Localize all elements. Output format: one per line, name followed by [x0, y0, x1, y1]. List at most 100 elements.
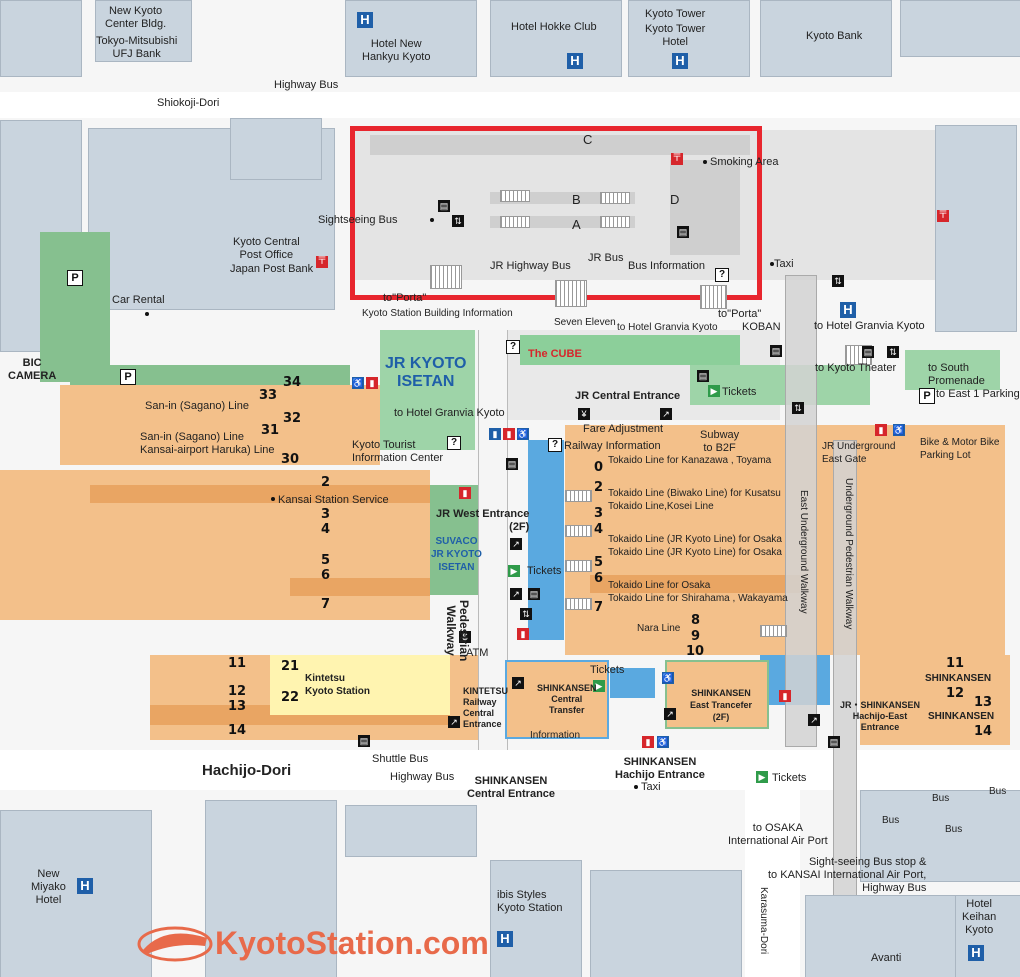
label-jr-highway: JR Highway Bus: [490, 260, 571, 272]
platform-8: 8: [691, 613, 701, 628]
label-porta-right: to"Porta": [718, 308, 762, 320]
label-bus-a: A: [572, 217, 581, 232]
stair-7: [600, 216, 630, 228]
atm-icon: $: [459, 631, 471, 643]
platform-k14: 14: [228, 723, 247, 738]
platform-k13: 13: [228, 699, 247, 714]
ticket-icon-4: ▶: [756, 771, 768, 783]
dot-sightseeing: [430, 218, 434, 222]
blue-walkway-3: [610, 668, 655, 698]
label-bus-d: D: [670, 192, 680, 207]
stair-3: [700, 285, 727, 309]
label-smoking: Smoking Area: [710, 156, 779, 168]
label-granvia-3: to Hotel Granvia Kyoto: [394, 407, 505, 419]
stair-6: [600, 192, 630, 204]
south-promenade-block: [905, 350, 1000, 390]
restroom-icon-12: ▮: [875, 424, 887, 436]
restroom-icon-5: ♿: [517, 428, 529, 440]
label-line-4: Tokaido Line (JR Kyoto Line) for Osaka T…: [608, 534, 782, 558]
platform-k12: 12: [228, 684, 247, 699]
label-tickets-4: Tickets: [772, 772, 807, 784]
label-granvia-1: to Hotel Granvia Kyoto: [617, 322, 718, 333]
parking-green-bar: [70, 365, 350, 385]
platform-34: 34: [283, 375, 302, 390]
label-highway-bus-south: Highway Bus: [390, 771, 455, 783]
label-tokyo-mitsubishi: Tokyo-Mitsubishi UFJ Bank: [96, 35, 178, 60]
label-to-east-parking: to East 1 Parking: [936, 388, 1020, 400]
stair-11: [565, 560, 592, 572]
platform-band-30-34: [60, 385, 380, 465]
label-shuttle-bus: Shuttle Bus: [372, 753, 429, 765]
restroom-icon-9: ♿: [657, 736, 669, 748]
platform-30: 30: [281, 452, 300, 467]
platform-2-west: 2: [321, 475, 331, 490]
post-icon-3: 〒: [937, 210, 949, 222]
platform-0: 0: [594, 460, 604, 475]
label-bus-b: B: [572, 192, 581, 207]
label-jr-west-entrance: JR West Entrance (2F): [436, 508, 530, 533]
platform-6-west: 6: [321, 568, 331, 583]
locker-icon-7: ▤: [358, 735, 370, 747]
escalator-icon-4: ↗: [512, 677, 524, 689]
hotel-icon-new-hankyu: H: [357, 12, 373, 28]
platform-9: 9: [691, 629, 701, 644]
south-block-3: [345, 805, 477, 857]
elevator-icon-1: ⇅: [452, 215, 464, 227]
bus-island-c: [370, 135, 750, 155]
elevator-icon-2: ⇅: [832, 275, 844, 287]
label-jr-bus: JR Bus: [588, 252, 624, 264]
label-tickets-2: Tickets: [527, 565, 562, 577]
northeast-building: [900, 0, 1020, 57]
parking-icon-west: P: [67, 270, 83, 286]
escalator-icon-1: ↗: [660, 408, 672, 420]
label-kintetsu: Kintetsu Kyoto Station: [305, 673, 370, 697]
platform-3-west: 3: [321, 507, 331, 522]
hotel-keihan-building: [955, 895, 1020, 977]
northwest-building: [0, 0, 82, 77]
kyotostation-logo: [135, 920, 215, 965]
platform-2-east: 2: [594, 480, 604, 495]
label-shinkansen-2: SHINKANSEN: [928, 711, 995, 722]
label-suvaco: SUVACO JR KYOTO ISETAN: [431, 536, 482, 573]
dot-taxi-s: [634, 785, 638, 789]
platform-bar-3: [590, 575, 800, 593]
label-bus-2: Bus: [989, 786, 1007, 797]
label-jr-central-entrance: JR Central Entrance: [575, 390, 681, 402]
dot-car-rental: [145, 312, 149, 316]
hotel-icon-new-miyako: H: [77, 878, 93, 894]
kintetsu-yellow: [270, 655, 450, 715]
label-post-office: Kyoto Central Post Office: [233, 236, 300, 261]
escalator-icon-2: ↗: [510, 538, 522, 550]
escalator-icon-7: ↗: [664, 708, 676, 720]
label-shinkansen-central-transfer: SHINKANSEN Central Transfer: [537, 683, 597, 715]
shiokoji-dori-road: [0, 92, 1020, 118]
platform-s14: 14: [974, 724, 993, 739]
label-seven-eleven: Seven Eleven: [554, 317, 616, 328]
platform-10: 10: [686, 644, 705, 659]
platform-bar-1: [90, 485, 430, 503]
ticket-icon-2: ▶: [508, 565, 520, 577]
east-tower-building: [935, 125, 1017, 332]
label-hotel-new-hankyu: Hotel New Hankyu Kyoto: [362, 38, 431, 63]
hotel-icon-kyoto-tower: H: [672, 53, 688, 69]
info-icon-building: ?: [506, 340, 520, 354]
locker-icon-3: ▤: [862, 346, 874, 358]
platform-band-shinkansen: [860, 655, 1010, 745]
restroom-icon-11: ▮: [779, 690, 791, 702]
avanti-building: [805, 895, 972, 977]
stair-9: [565, 490, 592, 502]
pedestrian-walkway: [478, 330, 508, 750]
hotel-icon-hokke: H: [567, 53, 583, 69]
label-kintetsu-central: KINTETSU Railway Central Entrance: [463, 686, 508, 729]
east-green-block: [690, 365, 870, 405]
label-tourist-info: Kyoto Tourist Information Center: [352, 439, 444, 464]
isetan-block: [380, 330, 475, 450]
label-sightseeing: Sightseeing Bus: [318, 214, 398, 226]
platform-31: 31: [261, 423, 280, 438]
restroom-icon-2: ▮: [366, 377, 378, 389]
hotel-icon-granvia: H: [840, 302, 856, 318]
underground-pedestrian-walkway: [833, 440, 857, 952]
hotel-hokke-building: [490, 0, 622, 77]
label-bus-4: Bus: [945, 824, 963, 835]
